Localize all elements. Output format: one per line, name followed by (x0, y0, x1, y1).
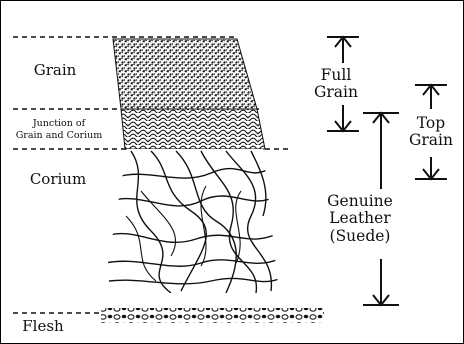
grain-layer-texture (113, 39, 257, 109)
grain-label: Grain (19, 63, 91, 79)
genuine-leather-label-line-1: Genuine (327, 192, 393, 210)
full-grain-label-line-2: Grain (314, 83, 358, 101)
top-grain-label: Top Grain (399, 115, 463, 149)
junction-layer-texture (121, 109, 265, 149)
top-grain-label-line-1: Top (417, 114, 445, 132)
corium-layer-texture (101, 149, 281, 295)
flesh-label: Flesh (17, 319, 69, 335)
full-grain-label: Full Grain (306, 67, 366, 101)
corium-label: Corium (15, 172, 101, 188)
top-grain-label-line-2: Grain (409, 131, 453, 149)
junction-label: Junction of Grain and Corium (7, 118, 111, 142)
flesh-layer-texture (101, 308, 323, 323)
junction-label-line-1: Junction of (33, 118, 85, 129)
junction-label-line-2: Grain and Corium (16, 130, 103, 141)
genuine-leather-label: Genuine Leather (Suede) (319, 193, 401, 245)
genuine-leather-label-line-3: (Suede) (330, 227, 391, 245)
genuine-leather-label-line-2: Leather (329, 209, 391, 227)
full-grain-label-line-1: Full (321, 66, 352, 84)
